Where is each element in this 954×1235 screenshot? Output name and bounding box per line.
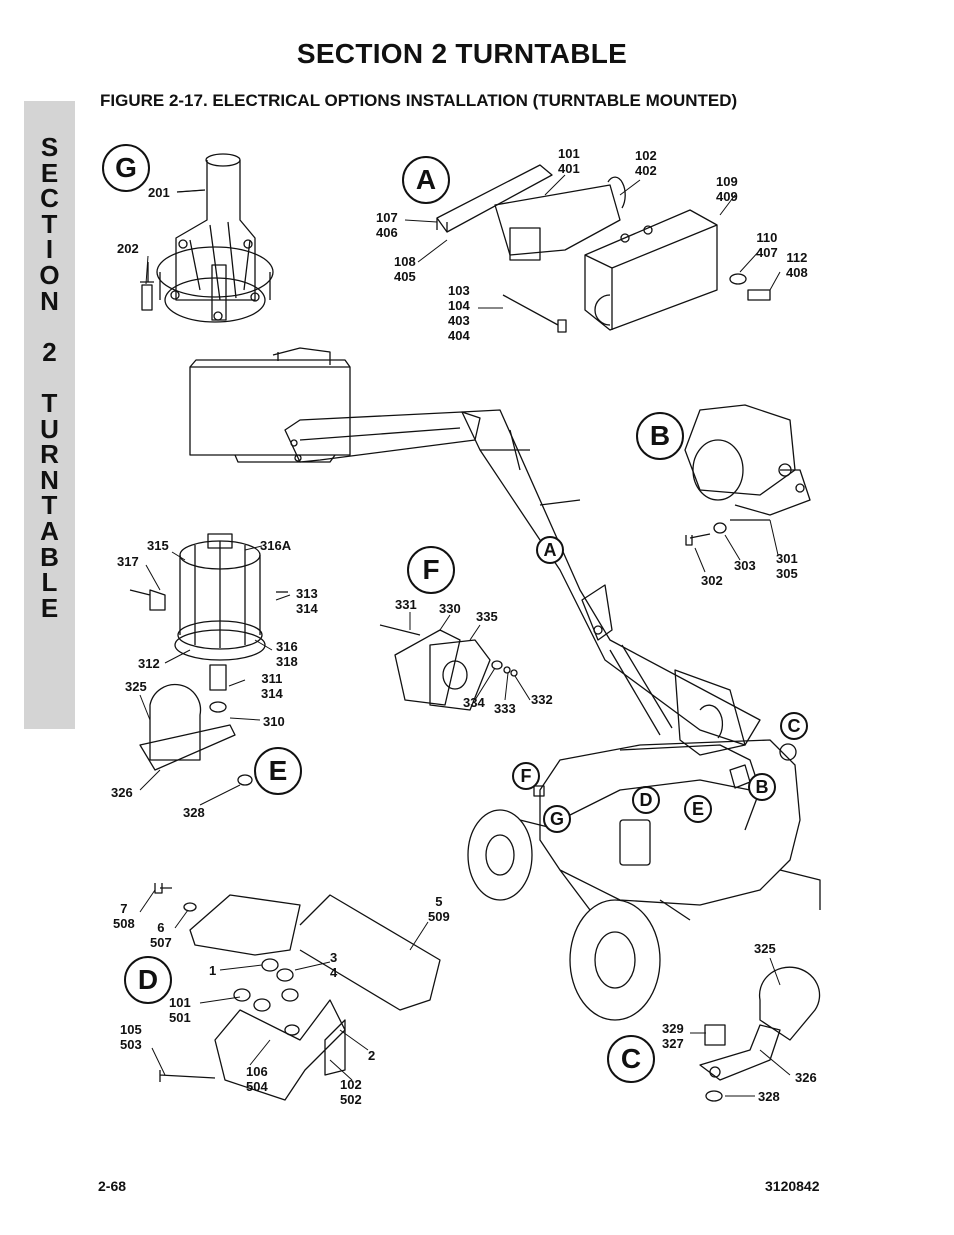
part-number: 312 xyxy=(138,656,160,671)
part-number: 326 xyxy=(795,1070,817,1085)
part-number: 103 104 403 404 xyxy=(448,283,470,343)
part-number: 102 502 xyxy=(340,1077,362,1107)
detail-e-drawing xyxy=(129,533,288,786)
section-side-tab: S E C T I O N 2 T U R N T A B L E xyxy=(24,101,75,729)
figure-caption: FIGURE 2-17. ELECTRICAL OPTIONS INSTALLA… xyxy=(100,91,738,110)
detail-label-a: A xyxy=(402,156,450,204)
detail-b-drawing xyxy=(684,404,811,546)
side-tab-text: S E C T I O N 2 T U R N T A B L E xyxy=(39,132,60,623)
detail-f-drawing xyxy=(379,624,518,711)
callout-d: D xyxy=(632,786,660,814)
section-title: SECTION 2 TURNTABLE xyxy=(296,38,628,69)
part-number: 311 314 xyxy=(261,671,283,701)
chassis-drawing xyxy=(467,739,821,1021)
callout-f: F xyxy=(512,762,540,790)
part-number: 325 xyxy=(125,679,147,694)
part-number: 302 xyxy=(701,573,723,588)
part-number: 313 314 xyxy=(296,586,318,616)
boom-drawing xyxy=(189,347,761,756)
callout-g: G xyxy=(543,805,571,833)
detail-d-drawing xyxy=(154,883,441,1101)
part-number: 315 xyxy=(147,538,169,553)
part-number: 301 305 xyxy=(776,551,798,581)
part-number: 316A xyxy=(260,538,292,553)
part-number: 201 xyxy=(148,185,170,200)
part-number: 101 501 xyxy=(169,995,191,1025)
part-number: 106 504 xyxy=(246,1064,268,1094)
document-number: 3120842 xyxy=(765,1178,820,1194)
part-number: 334 xyxy=(463,695,485,710)
page-number: 2-68 xyxy=(98,1178,127,1194)
part-number: 328 xyxy=(183,805,205,820)
part-number: 328 xyxy=(758,1089,780,1104)
part-number: 330 xyxy=(439,601,461,616)
part-number: 1 xyxy=(209,963,217,978)
part-number: 202 xyxy=(117,241,139,256)
part-number: 332 xyxy=(531,692,553,707)
part-number: 329 327 xyxy=(662,1021,684,1051)
part-number: 3 4 xyxy=(330,950,338,980)
callout-e: E xyxy=(684,795,712,823)
part-number: 112 408 xyxy=(786,250,808,280)
part-number: 335 xyxy=(476,609,498,624)
callout-c: C xyxy=(780,712,808,740)
part-number: 333 xyxy=(494,701,516,716)
part-number: 310 xyxy=(263,714,285,729)
detail-g-drawing xyxy=(140,153,274,323)
part-number: 109 409 xyxy=(716,174,738,204)
detail-label-b: B xyxy=(636,412,684,460)
part-number: 7 508 xyxy=(113,901,135,931)
detail-label-g: G xyxy=(102,144,150,192)
part-number: 108 405 xyxy=(394,254,416,284)
detail-c-drawing xyxy=(699,966,821,1102)
part-number: 105 503 xyxy=(120,1022,142,1052)
part-number: 325 xyxy=(754,941,776,956)
part-number: 316 318 xyxy=(276,639,298,669)
callout-a: A xyxy=(536,536,564,564)
part-number: 5 509 xyxy=(428,894,450,924)
detail-label-d: D xyxy=(124,956,172,1004)
detail-a-drawing xyxy=(436,164,771,333)
part-number: 101 401 xyxy=(558,146,580,176)
callout-b: B xyxy=(748,773,776,801)
part-number: 317 xyxy=(117,554,139,569)
part-number: 326 xyxy=(111,785,133,800)
detail-label-c: C xyxy=(607,1035,655,1083)
leader-lines xyxy=(139,174,791,1097)
part-number: 110 407 xyxy=(756,230,778,260)
part-number: 2 xyxy=(368,1048,376,1063)
detail-label-e: E xyxy=(254,747,302,795)
part-number: 331 xyxy=(395,597,417,612)
detail-label-f: F xyxy=(407,546,455,594)
part-number: 102 402 xyxy=(635,148,657,178)
part-number: 107 406 xyxy=(376,210,398,240)
part-number: 303 xyxy=(734,558,756,573)
part-number: 6 507 xyxy=(150,920,172,950)
